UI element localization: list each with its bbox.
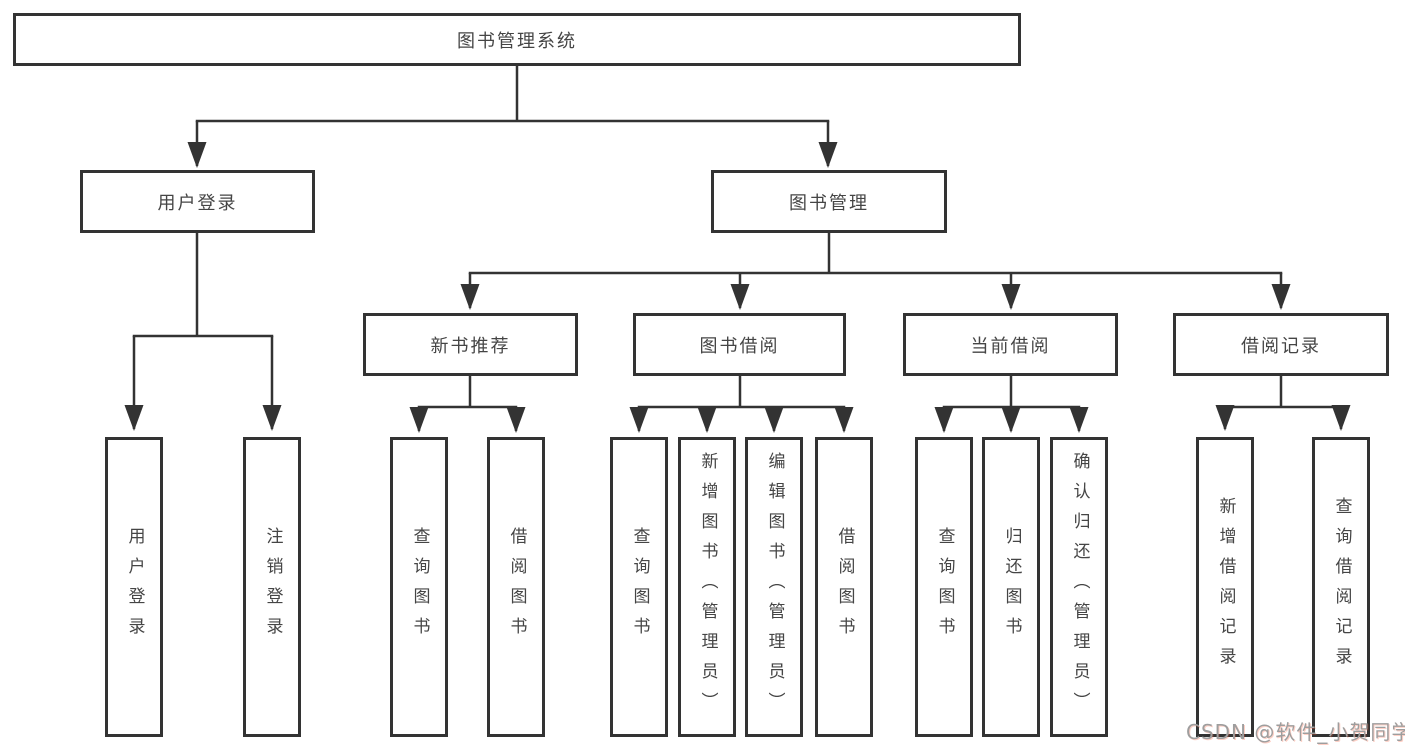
leaf-borrow-books-2: 借阅图书: [815, 437, 873, 737]
leaf-confirm-return-admin-label: 确认归还（管理员）: [1069, 452, 1090, 722]
leaf-query-books-2: 查询图书: [610, 437, 668, 737]
node-book-management-label: 图书管理: [789, 192, 869, 214]
node-borrowing-records-label: 借阅记录: [1241, 335, 1321, 357]
leaf-add-books-admin: 新增图书（管理员）: [678, 437, 736, 737]
leaf-add-borrow-record-label: 新增借阅记录: [1215, 497, 1236, 677]
leaf-borrow-books-1-label: 借阅图书: [506, 527, 527, 647]
node-user-login: 用户登录: [80, 170, 315, 233]
leaf-borrow-books-1: 借阅图书: [487, 437, 545, 737]
leaf-return-books-label: 归还图书: [1001, 527, 1022, 647]
node-current-borrowing: 当前借阅: [903, 313, 1118, 376]
leaf-add-borrow-record: 新增借阅记录: [1196, 437, 1254, 737]
leaf-query-borrow-record-label: 查询借阅记录: [1331, 497, 1352, 677]
leaf-query-books-2-label: 查询图书: [629, 527, 650, 647]
leaf-edit-books-admin-label: 编辑图书（管理员）: [764, 452, 785, 722]
node-new-book-recommend: 新书推荐: [363, 313, 578, 376]
leaf-query-books-1: 查询图书: [390, 437, 448, 737]
leaf-query-books-3-label: 查询图书: [934, 527, 955, 647]
node-root-system: 图书管理系统: [13, 13, 1021, 66]
leaf-query-books-3: 查询图书: [915, 437, 973, 737]
node-borrowing-records: 借阅记录: [1173, 313, 1389, 376]
node-root-label: 图书管理系统: [457, 30, 577, 52]
node-book-borrowing: 图书借阅: [633, 313, 846, 376]
node-book-borrowing-label: 图书借阅: [699, 335, 780, 357]
leaf-edit-books-admin: 编辑图书（管理员）: [745, 437, 803, 737]
leaf-add-books-admin-label: 新增图书（管理员）: [697, 452, 718, 722]
leaf-borrow-books-2-label: 借阅图书: [834, 527, 855, 647]
node-book-management: 图书管理: [711, 170, 947, 233]
leaf-return-books: 归还图书: [982, 437, 1040, 737]
leaf-logout: 注销登录: [243, 437, 301, 737]
csdn-watermark: CSDN @软件_小贺同学: [1186, 720, 1405, 744]
node-current-borrowing-label: 当前借阅: [970, 335, 1051, 357]
leaf-user-login: 用户登录: [105, 437, 163, 737]
leaf-logout-label: 注销登录: [262, 527, 283, 647]
node-user-login-label: 用户登录: [157, 192, 238, 214]
node-new-book-recommend-label: 新书推荐: [430, 335, 511, 357]
leaf-query-books-1-label: 查询图书: [409, 527, 430, 647]
leaf-user-login-label: 用户登录: [124, 527, 145, 647]
leaf-query-borrow-record: 查询借阅记录: [1312, 437, 1370, 737]
leaf-confirm-return-admin: 确认归还（管理员）: [1050, 437, 1108, 737]
